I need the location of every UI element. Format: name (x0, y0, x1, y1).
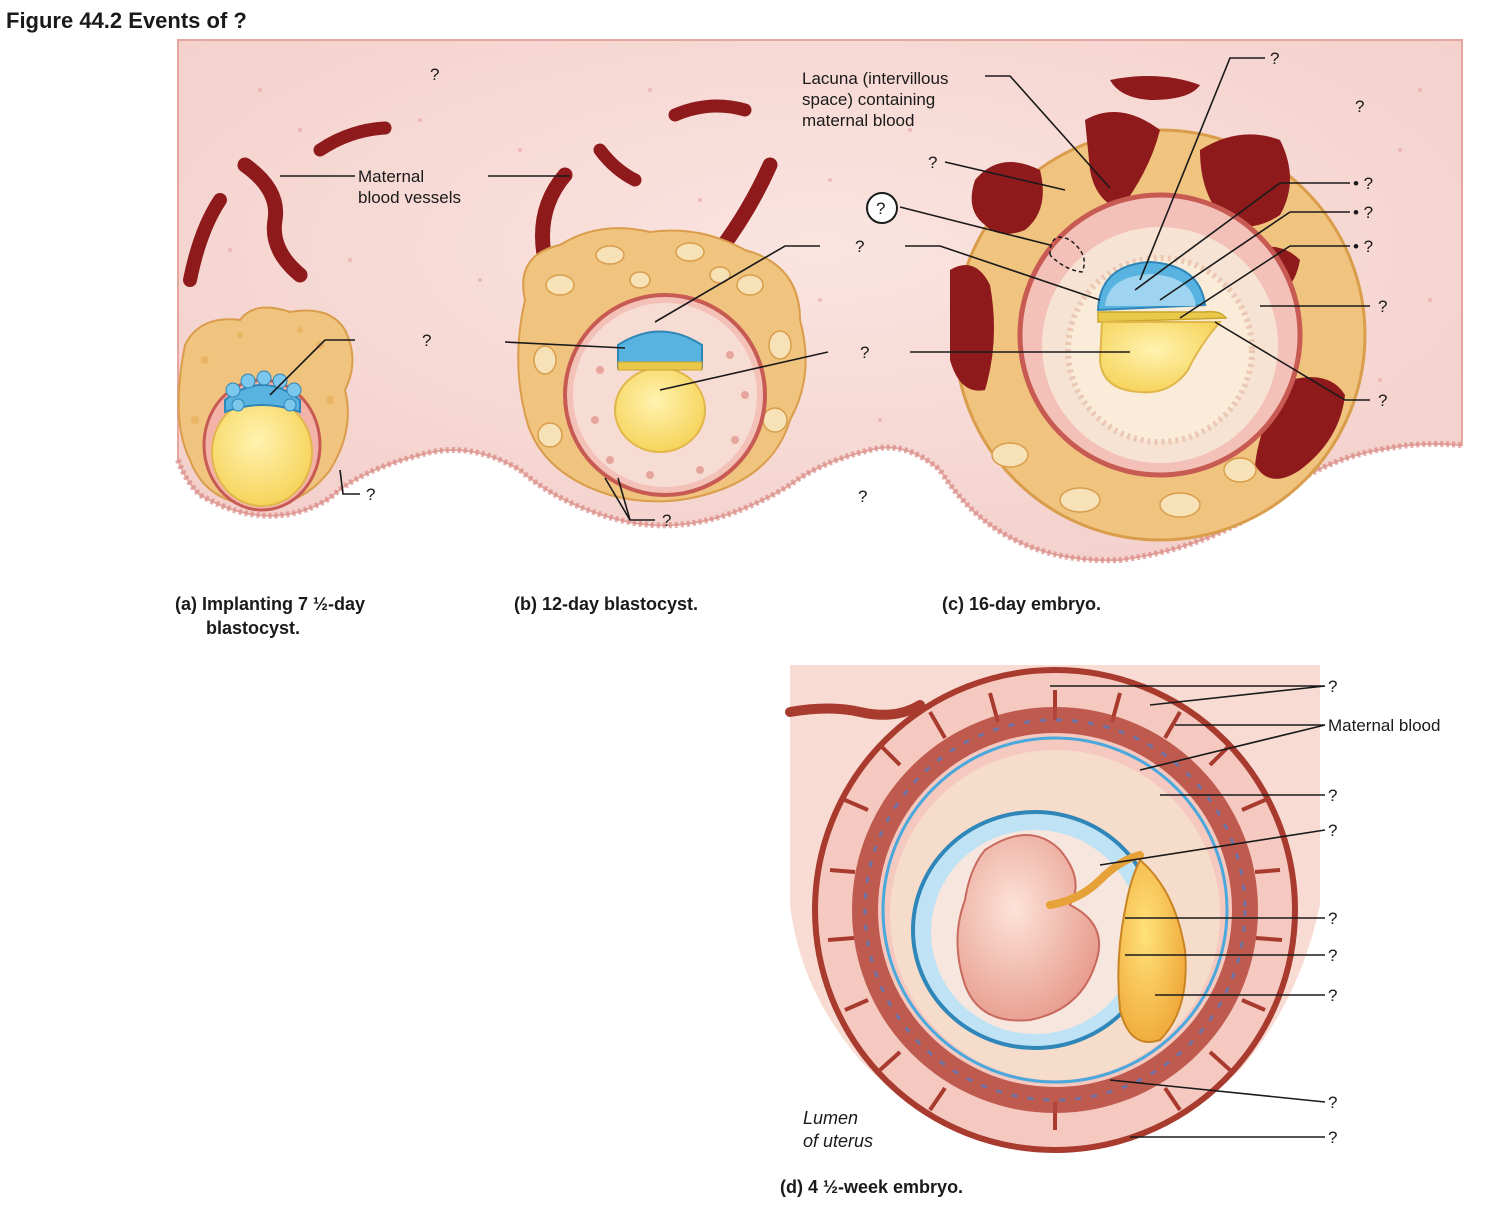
label-lacuna-2: space) containing (802, 90, 935, 109)
circled-marker (866, 192, 898, 224)
label-lumen-1: Lumen (803, 1108, 858, 1128)
caption-d: (d) 4 ½-week embryo. (780, 1177, 963, 1197)
label-lumen-2: of uterus (803, 1131, 873, 1151)
label-q-lumen: ? (858, 487, 867, 506)
label-q-d4: ? (1328, 909, 1337, 928)
label-maternal-blood-vessels-2: blood vessels (358, 188, 461, 207)
label-q-d1: ? (1328, 677, 1337, 696)
blastocyst-b (517, 227, 807, 503)
embryo-c (950, 76, 1367, 542)
label-q-d7: ? (1328, 1093, 1337, 1112)
label-lacuna-3: maternal blood (802, 111, 914, 130)
captions: (a) Implanting 7 ½-day blastocyst. (b) 1… (175, 594, 1101, 1197)
label-q-c-b1: • ? (1353, 174, 1373, 193)
label-q-c-b3: • ? (1353, 237, 1373, 256)
label-q-c-top: ? (1270, 49, 1279, 68)
label-q-c-left: ? (928, 153, 937, 172)
text-labels: ? Maternal blood vessels Lacuna (intervi… (358, 49, 1440, 1151)
label-q-d2: ? (1328, 786, 1337, 805)
label-q-b-top: ? (855, 237, 864, 256)
label-q-d5: ? (1328, 946, 1337, 965)
embryo-d-panel (785, 665, 1320, 1153)
caption-c: (c) 16-day embryo. (942, 594, 1101, 614)
label-q-c-corner: ? (1355, 97, 1364, 116)
label-q-d3: ? (1328, 821, 1337, 840)
caption-b: (b) 12-day blastocyst. (514, 594, 698, 614)
caption-a-1: (a) Implanting 7 ½-day (175, 594, 365, 614)
label-q-d6: ? (1328, 986, 1337, 1005)
villi-spokes (827, 690, 1283, 1130)
caption-a-2: blastocyst. (206, 618, 300, 638)
label-q-d8: ? (1328, 1128, 1337, 1147)
label-maternal-blood: Maternal blood (1328, 716, 1440, 735)
label-q-c-b2: • ? (1353, 203, 1373, 222)
label-q-c-r4: ? (1378, 297, 1387, 316)
label-q-endometrium: ? (430, 65, 439, 84)
label-q-a-bottom: ? (366, 485, 375, 504)
leader-lines (269, 57, 1370, 1138)
label-maternal-blood-vessels-1: Maternal (358, 167, 424, 186)
label-q-c-r5: ? (1378, 391, 1387, 410)
circled-marker-label: ? (876, 199, 885, 218)
label-q-b-bottom: ? (662, 511, 671, 530)
label-q-a-mid: ? (422, 331, 431, 350)
figure-title: Figure 44.2 Events of ? (6, 8, 247, 33)
label-lacuna-1: Lacuna (intervillous (802, 69, 948, 88)
label-q-b-mid: ? (860, 343, 869, 362)
